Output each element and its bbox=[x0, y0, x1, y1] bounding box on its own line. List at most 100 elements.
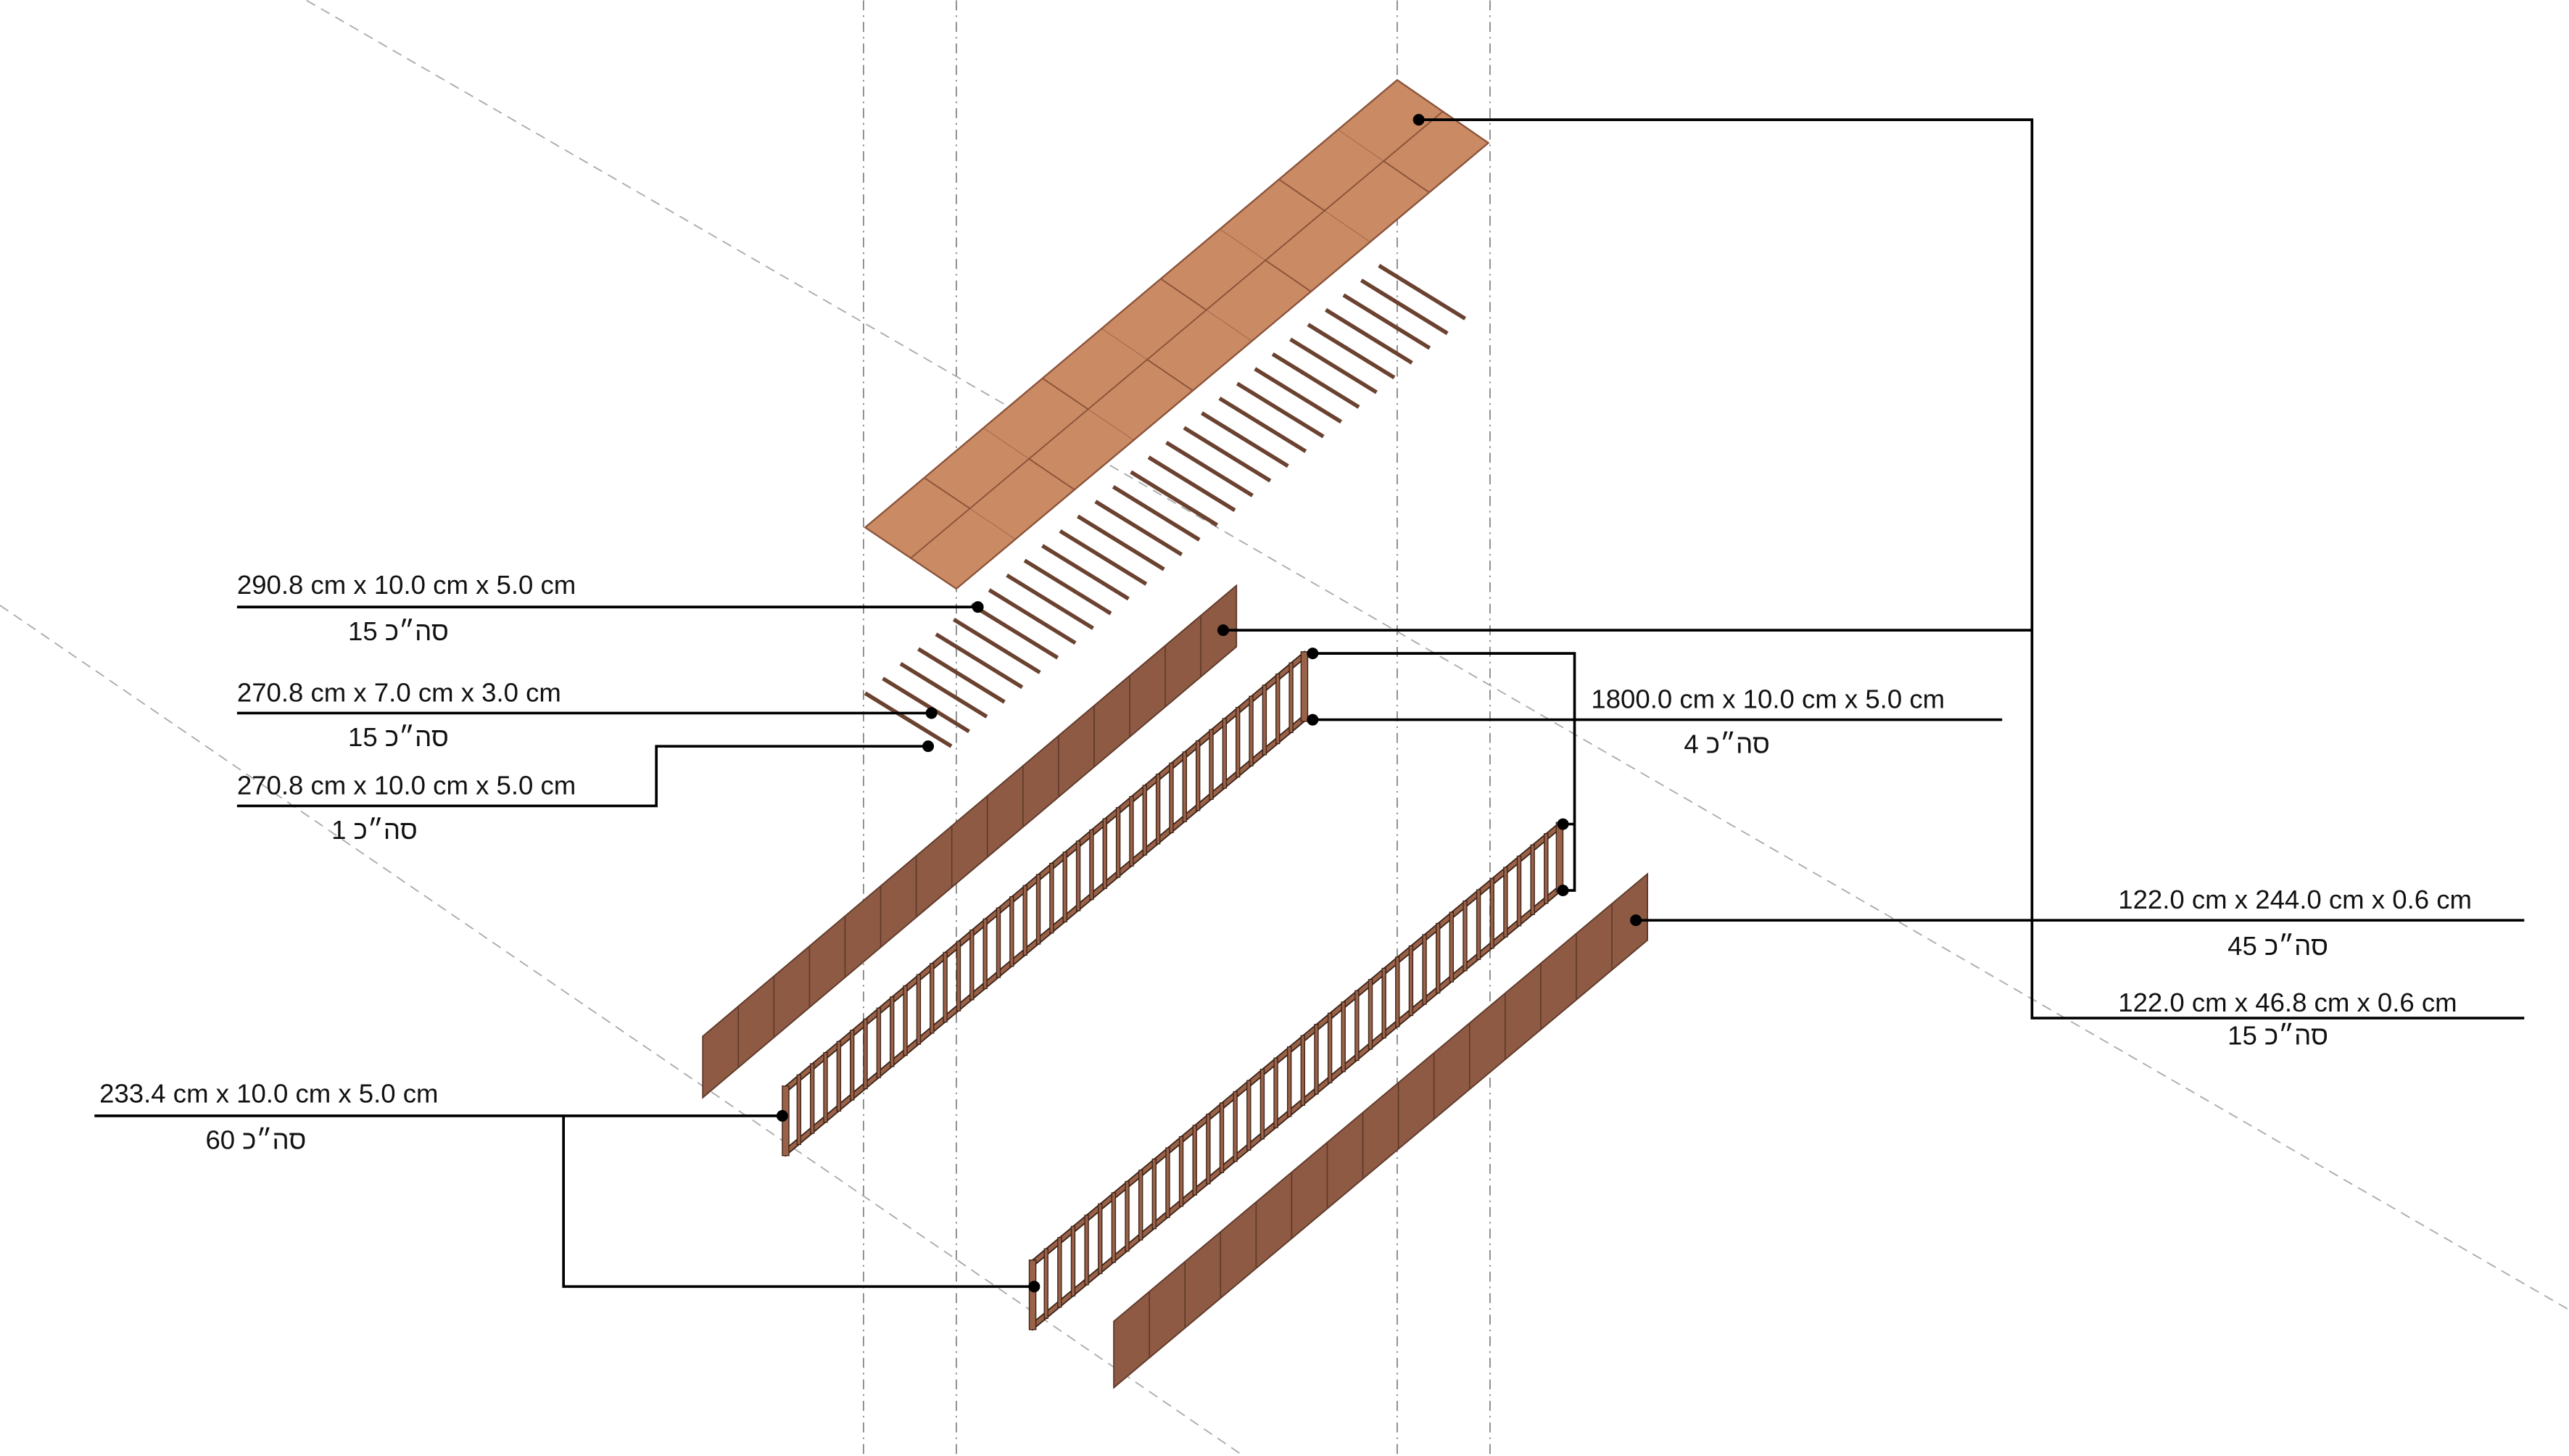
deck-seam bbox=[910, 110, 1444, 559]
joist bbox=[1289, 337, 1378, 394]
deck-seam bbox=[1042, 378, 1134, 441]
leader-dot bbox=[972, 601, 984, 613]
baluster bbox=[1035, 874, 1041, 945]
baluster bbox=[1178, 1136, 1184, 1207]
label-total: סה״כ 60 bbox=[205, 1125, 306, 1155]
right-wall-panels bbox=[1113, 872, 1649, 1389]
label-dims: 290.8 cm x 10.0 cm x 5.0 cm bbox=[237, 570, 576, 600]
baluster bbox=[1102, 818, 1107, 889]
baluster bbox=[1300, 651, 1309, 722]
baluster bbox=[1155, 774, 1161, 845]
baluster bbox=[1125, 1180, 1130, 1252]
label-dims: 122.0 cm x 244.0 cm x 0.6 cm bbox=[2118, 885, 2472, 914]
baluster bbox=[849, 1030, 855, 1101]
baluster bbox=[1275, 673, 1281, 745]
leader-dot bbox=[1630, 914, 1642, 927]
baluster bbox=[1138, 1170, 1143, 1241]
baluster bbox=[1422, 934, 1427, 1005]
right-railing-frame bbox=[1028, 821, 1564, 1331]
baluster bbox=[1022, 885, 1027, 956]
leader-dot bbox=[1412, 114, 1425, 126]
joist bbox=[935, 632, 1024, 690]
baluster bbox=[1206, 1113, 1211, 1185]
deck-board bbox=[864, 78, 1490, 590]
baluster bbox=[1165, 1147, 1170, 1218]
joist bbox=[1307, 323, 1396, 380]
joist bbox=[1218, 396, 1307, 453]
joist bbox=[1023, 558, 1112, 616]
baluster bbox=[1259, 1069, 1265, 1140]
label-dims: 122.0 cm x 46.8 cm x 0.6 cm bbox=[2118, 988, 2457, 1017]
baluster bbox=[836, 1041, 842, 1112]
joist bbox=[864, 691, 953, 748]
baluster bbox=[1195, 740, 1201, 811]
baluster bbox=[1341, 1001, 1346, 1072]
baluster bbox=[1246, 1080, 1252, 1151]
joist bbox=[1165, 440, 1254, 497]
baluster bbox=[1115, 807, 1121, 878]
baluster bbox=[1286, 1046, 1292, 1117]
joist bbox=[1236, 381, 1325, 439]
joist bbox=[882, 677, 970, 734]
label-dims: 270.8 cm x 7.0 cm x 3.0 cm bbox=[237, 677, 561, 707]
baluster bbox=[1249, 695, 1254, 766]
joist bbox=[1112, 484, 1201, 542]
leader-line bbox=[1418, 118, 2525, 1019]
baluster bbox=[916, 974, 922, 1045]
joist bbox=[1254, 367, 1343, 424]
joist bbox=[1183, 426, 1272, 483]
label-total: סה״כ 15 bbox=[348, 616, 449, 646]
deck-seam bbox=[1220, 228, 1312, 292]
label-total: סה״כ 45 bbox=[2227, 931, 2328, 961]
baluster bbox=[1314, 1024, 1319, 1095]
guide-line bbox=[0, 605, 1244, 1456]
leader-dot bbox=[1307, 713, 1319, 726]
label-dims: 1800.0 cm x 10.0 cm x 5.0 cm bbox=[1591, 684, 1945, 714]
deck-seam bbox=[924, 477, 1016, 540]
baluster bbox=[969, 930, 975, 1001]
joist bbox=[1147, 455, 1236, 513]
baluster bbox=[956, 940, 961, 1012]
baluster bbox=[1555, 822, 1564, 893]
label-total: סה״כ 15 bbox=[2227, 1021, 2328, 1051]
baluster bbox=[863, 1018, 868, 1090]
baluster bbox=[1049, 862, 1054, 934]
baluster bbox=[1327, 1012, 1333, 1084]
baluster bbox=[1142, 785, 1147, 856]
baluster bbox=[1273, 1057, 1278, 1128]
joist bbox=[1094, 500, 1183, 557]
baluster bbox=[1436, 922, 1441, 994]
left-railing-frame bbox=[782, 650, 1309, 1157]
leader-dot bbox=[1307, 648, 1319, 660]
leader-dot bbox=[922, 740, 935, 753]
baluster bbox=[1062, 851, 1067, 922]
baluster bbox=[1209, 729, 1214, 801]
joist bbox=[1059, 529, 1148, 586]
baluster bbox=[930, 963, 935, 1034]
joist bbox=[1041, 544, 1130, 601]
label-total: סה״כ 4 bbox=[1684, 729, 1770, 758]
baluster bbox=[943, 951, 948, 1023]
deck-seam bbox=[1160, 278, 1252, 342]
baluster bbox=[1288, 662, 1294, 733]
left-wall-panels bbox=[702, 584, 1238, 1099]
baluster bbox=[982, 918, 988, 990]
leader-dot bbox=[925, 707, 938, 719]
baluster bbox=[1408, 945, 1414, 1017]
joist bbox=[1271, 352, 1360, 409]
leader-line bbox=[562, 1115, 1035, 1289]
baluster bbox=[1192, 1125, 1197, 1196]
baluster bbox=[1544, 833, 1549, 904]
leader-dot bbox=[1557, 885, 1569, 897]
joist bbox=[899, 661, 988, 719]
baluster bbox=[1463, 900, 1468, 972]
deck-seam bbox=[982, 427, 1075, 490]
baluster bbox=[890, 996, 895, 1067]
baluster bbox=[796, 1074, 802, 1146]
baluster bbox=[1129, 795, 1134, 867]
baluster bbox=[1070, 1225, 1076, 1297]
joist bbox=[1378, 263, 1467, 320]
guide-line bbox=[306, 0, 2569, 1311]
